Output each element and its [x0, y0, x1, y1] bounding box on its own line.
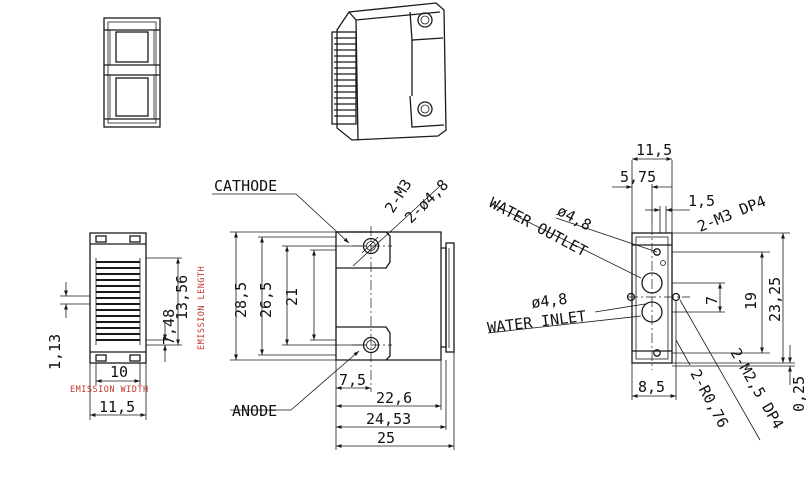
dim-19: 19 — [742, 292, 760, 310]
dim-22-6: 22,6 — [376, 389, 412, 407]
r076-label: 2-R0,76 — [686, 366, 732, 430]
annotations: CATHODE ANODE 2-M3 2-ø4,8 28,5 26,5 21 7… — [46, 141, 808, 447]
dim-5-75: 5,75 — [620, 168, 656, 186]
dim-0-25: 0,25 — [790, 376, 808, 412]
top-view-small — [103, 17, 161, 128]
end-view — [487, 157, 795, 441]
cathode-label: CATHODE — [214, 177, 277, 195]
front-view — [212, 185, 455, 450]
dim-7-48: 7,48 — [160, 309, 178, 345]
isometric-fins — [334, 37, 356, 117]
anode-label: ANODE — [232, 402, 277, 420]
emission-width-label: EMISSION WIDTH — [70, 385, 149, 395]
dim-8-5: 8,5 — [638, 378, 665, 396]
dim-10: 10 — [110, 363, 128, 381]
m25-dp4-label: 2-M2,5 DP4 — [727, 345, 788, 432]
dim-26-5: 26,5 — [257, 282, 275, 318]
dim-1-5: 1,5 — [688, 192, 715, 210]
dim-24-53: 24,53 — [366, 410, 411, 428]
dim-11-5-left: 11,5 — [99, 398, 135, 416]
dim-7-right: 7 — [703, 296, 721, 305]
phi48-inlet-label: ø4,8 — [530, 290, 568, 312]
dim-28-5: 28,5 — [232, 282, 250, 318]
dim-11-5-right: 11,5 — [636, 141, 672, 159]
dim-13-56: 13,56 — [173, 275, 191, 320]
dim-1-13: 1,13 — [46, 334, 64, 370]
water-inlet-label: WATER INLET — [486, 307, 587, 337]
emission-length-label: EMISSION LENGTH — [197, 266, 207, 350]
dim-7-5: 7,5 — [339, 371, 366, 389]
side-view-fins — [96, 261, 140, 341]
dim-21: 21 — [283, 288, 301, 306]
dim-23-25: 23,25 — [766, 277, 784, 322]
isometric-view — [331, 2, 447, 141]
side-view — [60, 232, 182, 420]
dim-25: 25 — [377, 429, 395, 447]
